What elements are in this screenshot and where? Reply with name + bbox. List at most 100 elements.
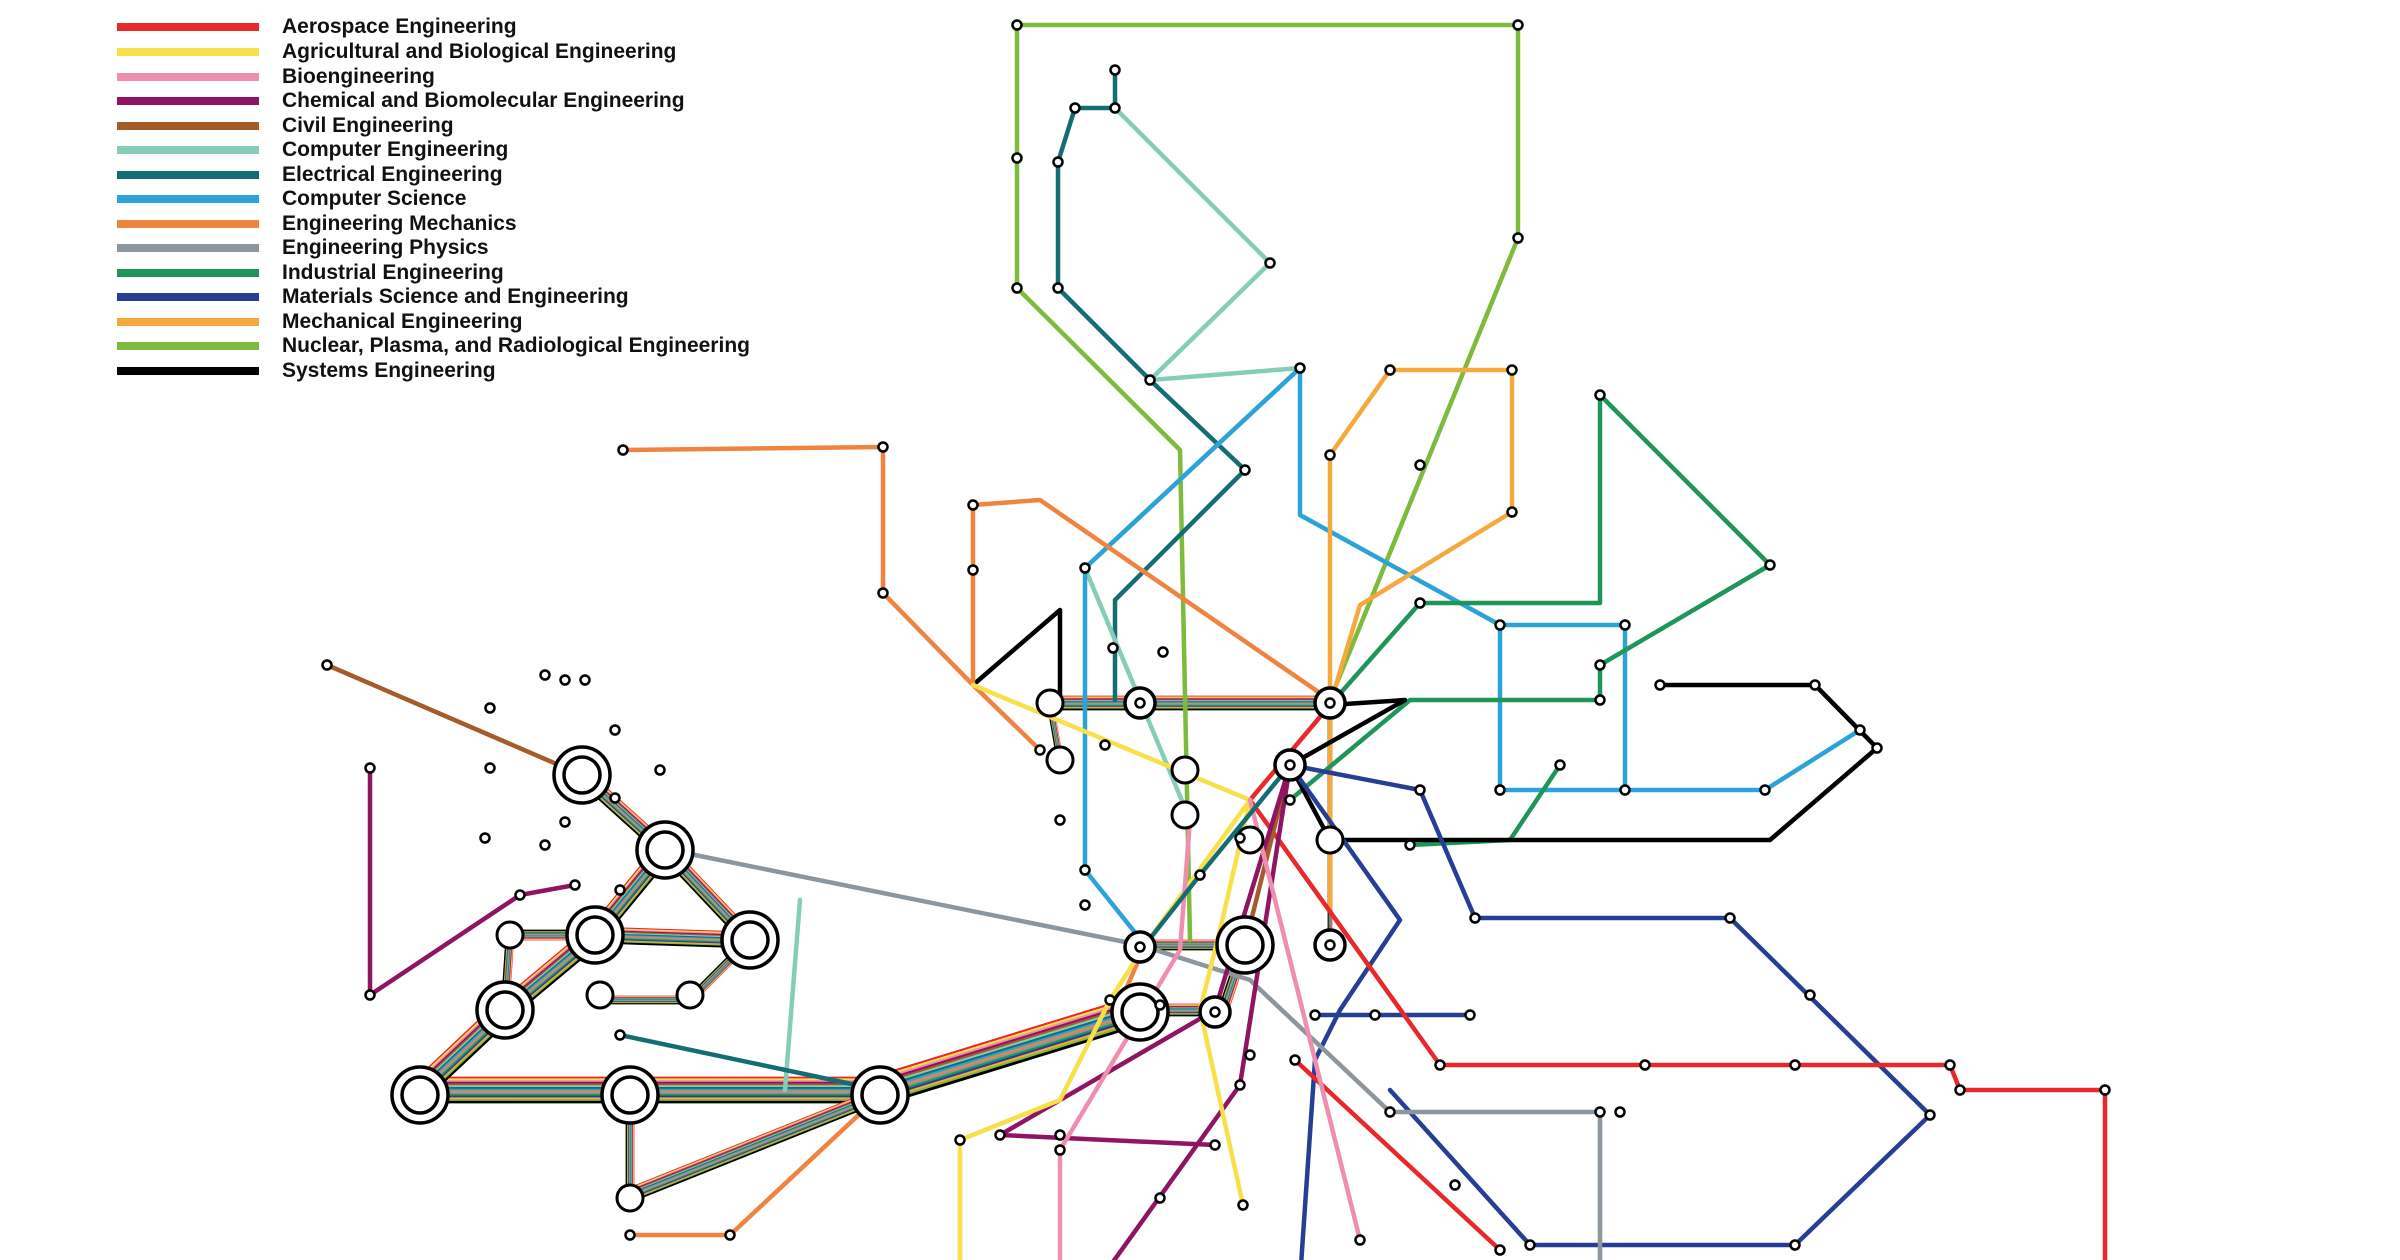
stop[interactable]: [1079, 562, 1091, 574]
stop[interactable]: [1804, 989, 1816, 1001]
stop[interactable]: [1414, 597, 1426, 609]
stop[interactable]: [1464, 1009, 1476, 1021]
stop[interactable]: [1052, 282, 1064, 294]
stop[interactable]: [1369, 1009, 1381, 1021]
stop[interactable]: [1789, 1059, 1801, 1071]
stop[interactable]: [1034, 744, 1046, 756]
stop[interactable]: [484, 702, 496, 714]
stop[interactable]: [1594, 1106, 1606, 1118]
station[interactable]: [1170, 755, 1200, 785]
transfer-station[interactable]: [1313, 686, 1347, 720]
stop[interactable]: [1506, 364, 1518, 376]
station[interactable]: [1315, 825, 1345, 855]
stop[interactable]: [1619, 619, 1631, 631]
stop[interactable]: [1384, 364, 1396, 376]
stop[interactable]: [1239, 464, 1251, 476]
stop[interactable]: [609, 792, 621, 804]
stop[interactable]: [1954, 1084, 1966, 1096]
stop[interactable]: [654, 764, 666, 776]
stop[interactable]: [514, 889, 526, 901]
stop[interactable]: [559, 674, 571, 686]
stop[interactable]: [1154, 1192, 1166, 1204]
stop[interactable]: [954, 1134, 966, 1146]
hub-station[interactable]: [565, 905, 625, 965]
stop[interactable]: [1237, 1199, 1249, 1211]
stop[interactable]: [1144, 374, 1156, 386]
stop[interactable]: [1434, 1059, 1446, 1071]
stop[interactable]: [1011, 19, 1023, 31]
stop[interactable]: [1494, 619, 1506, 631]
stop[interactable]: [364, 762, 376, 774]
hub-station[interactable]: [390, 1065, 450, 1125]
station[interactable]: [615, 1183, 645, 1213]
stop[interactable]: [484, 762, 496, 774]
stop[interactable]: [364, 989, 376, 1001]
stop[interactable]: [1512, 19, 1524, 31]
stop[interactable]: [1244, 1049, 1256, 1061]
stop[interactable]: [617, 444, 629, 456]
station[interactable]: [1045, 745, 1075, 775]
station[interactable]: [675, 980, 705, 1010]
stop[interactable]: [1324, 449, 1336, 461]
stop[interactable]: [609, 724, 621, 736]
hub-station[interactable]: [720, 910, 780, 970]
stop[interactable]: [1554, 759, 1566, 771]
stop[interactable]: [1654, 679, 1666, 691]
stop[interactable]: [877, 587, 889, 599]
stop[interactable]: [1069, 102, 1081, 114]
stop[interactable]: [559, 816, 571, 828]
stop[interactable]: [579, 674, 591, 686]
stop[interactable]: [1404, 839, 1416, 851]
stop[interactable]: [1594, 659, 1606, 671]
stop[interactable]: [1309, 1009, 1321, 1021]
stop[interactable]: [1052, 156, 1064, 168]
stop[interactable]: [1414, 459, 1426, 471]
stop[interactable]: [1104, 994, 1116, 1006]
stop[interactable]: [1494, 784, 1506, 796]
hub-station[interactable]: [850, 1065, 910, 1125]
hub-station[interactable]: [475, 980, 535, 1040]
stop[interactable]: [1079, 864, 1091, 876]
transfer-station[interactable]: [1273, 748, 1307, 782]
stop[interactable]: [1154, 999, 1166, 1011]
stop[interactable]: [1512, 232, 1524, 244]
station[interactable]: [1170, 800, 1200, 830]
stop[interactable]: [1194, 869, 1206, 881]
stop[interactable]: [1414, 784, 1426, 796]
stop[interactable]: [1506, 506, 1518, 518]
stop[interactable]: [1054, 1144, 1066, 1156]
station[interactable]: [495, 920, 525, 950]
stop[interactable]: [539, 669, 551, 681]
stop[interactable]: [1107, 642, 1119, 654]
stop[interactable]: [1284, 794, 1296, 806]
stop[interactable]: [1759, 784, 1771, 796]
stop[interactable]: [1054, 1129, 1066, 1141]
stop[interactable]: [479, 832, 491, 844]
stop[interactable]: [614, 884, 626, 896]
stop[interactable]: [1614, 1106, 1626, 1118]
stop[interactable]: [1011, 282, 1023, 294]
stop[interactable]: [994, 1129, 1006, 1141]
hub-station[interactable]: [552, 745, 612, 805]
stop[interactable]: [1264, 257, 1276, 269]
stop[interactable]: [1234, 832, 1246, 844]
stop[interactable]: [1289, 1054, 1301, 1066]
stop[interactable]: [624, 1229, 636, 1241]
hub-station[interactable]: [1110, 982, 1170, 1042]
stop[interactable]: [1924, 1109, 1936, 1121]
stop[interactable]: [967, 499, 979, 511]
stop[interactable]: [539, 839, 551, 851]
stop[interactable]: [1354, 1234, 1366, 1246]
stop[interactable]: [1524, 1239, 1536, 1251]
stop[interactable]: [967, 564, 979, 576]
stop[interactable]: [1469, 912, 1481, 924]
hub-station[interactable]: [600, 1065, 660, 1125]
stop[interactable]: [1109, 102, 1121, 114]
stop[interactable]: [1854, 724, 1866, 736]
stop[interactable]: [1494, 1244, 1506, 1256]
stop[interactable]: [321, 659, 333, 671]
stop[interactable]: [1011, 152, 1023, 164]
stop[interactable]: [877, 441, 889, 453]
stop[interactable]: [1809, 679, 1821, 691]
stop[interactable]: [1594, 389, 1606, 401]
